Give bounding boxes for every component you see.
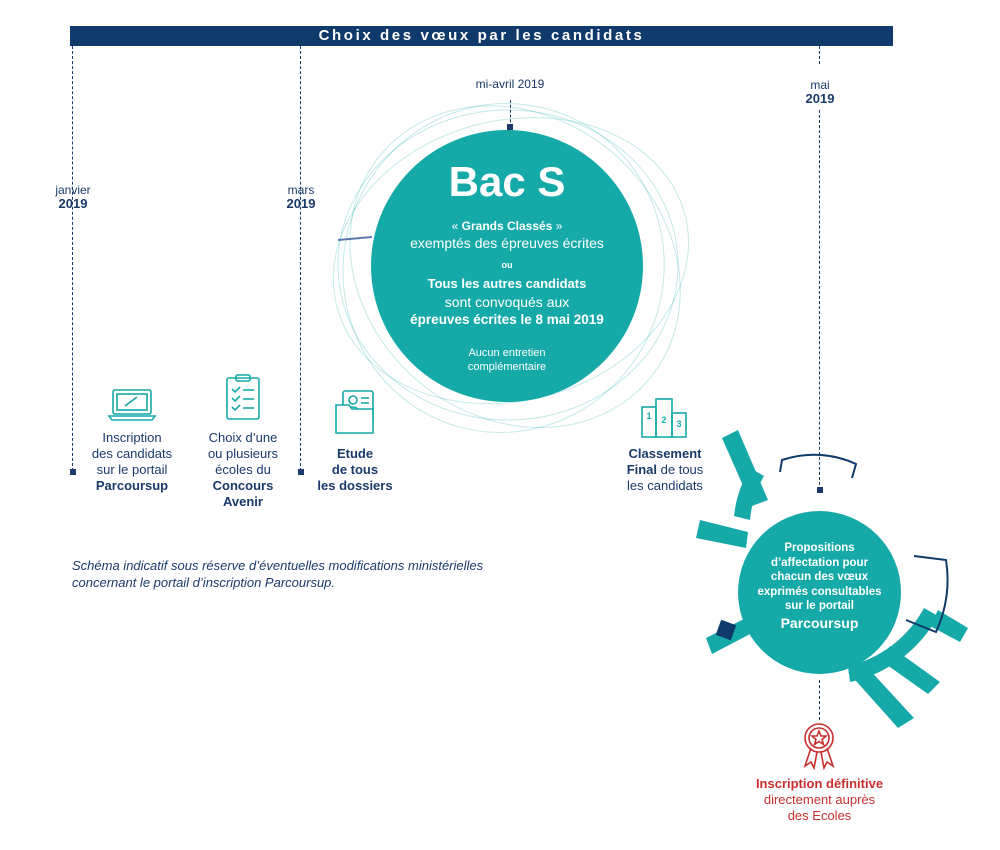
step-inscription-line3: sur le portail [96,462,168,477]
disclaimer-line1: Schéma indicatif sous réserve d’éventuel… [72,558,484,573]
final-bold: Inscription définitive [755,776,884,791]
step-choix-line2: ou plusieurs [207,446,279,461]
date-mi-avril: mi-avril 2019 [460,77,560,91]
propositions-line2: d’affectation pour [770,556,869,569]
step-inscription-line1: Inscription [102,430,162,445]
quote-open: « [451,219,462,233]
date-janvier-year: 2019 [58,196,88,211]
date-mai: mai 2019 [790,78,850,106]
timeline-dot-janvier [70,469,76,475]
propositions-text: Propositions d’affectation pour chacun d… [744,541,895,630]
propositions-line4: exprimés consultables [757,585,882,598]
final-line3: des Ecoles [787,808,852,823]
step-classement: Classement Final de tous les candidats [612,446,718,494]
propositions-line3: chacun des vœux [770,571,869,583]
award-ribbon-icon [803,723,835,770]
timeline-dot-mai [817,487,823,493]
step-etude: Etude de tous les dossiers [305,446,405,494]
svg-text:3: 3 [676,419,681,429]
date-mi-avril-label: mi-avril 2019 [475,77,545,91]
step-classement-line3: les candidats [627,478,703,493]
propositions-parcoursup: Parcoursup [780,614,859,631]
folder-dossier-icon [335,390,374,434]
timeline-line-mi-avril [510,100,511,132]
timeline-banner: Choix des vœux par les candidats [70,26,893,46]
date-mai-month: mai [810,78,830,92]
date-mai-year: 2019 [805,91,835,106]
step-choix-bold1: Concours [212,478,274,493]
final-line2: directement auprès [763,792,876,807]
step-classement-rest2: de tous [657,462,704,477]
date-mars-month: mars [287,183,315,197]
date-janvier-month: janvier [55,183,91,197]
epreuves-line: épreuves écrites le 8 mai 2019 [410,312,604,327]
aucun-entretien-line1: Aucun entretien [468,347,546,359]
step-etude-bold1: Etude [336,446,374,461]
inscription-definitive: Inscription définitive directement auprè… [727,776,912,824]
step-choix-bold2: Avenir [223,494,263,509]
timeline-dot-mars [298,469,304,475]
laptop-icon [107,389,157,421]
svg-text:1: 1 [646,411,651,421]
timeline-line-mai-lower [819,110,820,490]
step-choix-line1: Choix d’une [208,430,278,445]
swirl-decoration [332,103,689,433]
bac-s-title: Bac S [448,158,566,205]
timeline-line-janvier [72,46,73,471]
propositions-circle: Propositions d’affectation pour chacun d… [738,511,901,674]
ou-label: ou [501,260,513,270]
clipboard-checklist-icon [226,374,260,420]
propositions-line1: Propositions [784,542,855,554]
disclaimer-line2: concernant le portail d’inscription Parc… [72,575,336,590]
exemptes-line: exemptés des épreuves écrites [410,235,604,251]
step-inscription: Inscription des candidats sur le portail… [82,430,182,494]
disclaimer-note: Schéma indicatif sous réserve d’éventuel… [72,557,542,591]
step-classement-line2: Final de tous [612,462,718,478]
grands-classes-line: « Grands Classés » [381,218,633,234]
step-etude-bold2: de tous [331,462,379,477]
svg-text:2: 2 [661,415,666,425]
step-classement-bold1: Classement [628,446,702,461]
date-mars-year: 2019 [286,196,316,211]
step-inscription-bold: Parcoursup [95,478,169,493]
timeline-line-final [819,680,820,720]
step-inscription-line2: des candidats [91,446,173,461]
bac-s-circle: Bac S « Grands Classés » exemptés des ép… [371,130,643,402]
propositions-line5: sur le portail [784,600,855,612]
grands-classes-label: Grands Classés [461,219,553,233]
step-classement-bold2: Final [626,462,658,477]
timeline-dot-mi-avril [507,124,513,130]
step-etude-bold3: les dossiers [317,478,393,493]
timeline-line-mai [819,46,820,64]
step-choix-line3: écoles du [215,462,271,477]
timeline-line-mars [300,46,301,471]
aucun-entretien-line2: complémentaire [467,361,547,373]
quote-close: » [552,219,563,233]
step-choix: Choix d’une ou plusieurs écoles du Conco… [193,430,293,510]
tous-candidats-line: Tous les autres candidats [427,276,587,291]
convoques-line: sont convoqués aux [444,294,570,310]
date-janvier: janvier 2019 [42,183,104,211]
burst-decoration [696,430,968,728]
date-mars: mars 2019 [270,183,332,211]
